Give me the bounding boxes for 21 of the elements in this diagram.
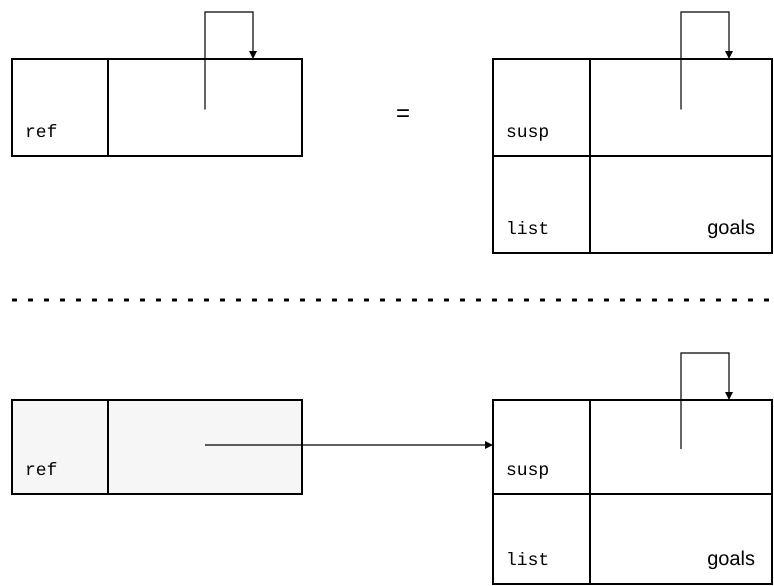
field-tag: ref (25, 123, 58, 143)
arrow (680, 352, 733, 449)
field-tag: susp (506, 461, 550, 481)
field-value: goals (707, 548, 755, 571)
arrow (205, 441, 493, 449)
record-cell (590, 59, 772, 156)
record-cell (493, 400, 590, 494)
field-value: goals (707, 217, 755, 240)
field-tag: susp (506, 123, 550, 143)
field-tag: ref (25, 461, 58, 481)
arrow (680, 11, 733, 110)
record-cell (493, 59, 590, 156)
record-cell (590, 156, 772, 253)
record-cell (590, 494, 772, 584)
arrow (204, 11, 257, 110)
field-tag: list (506, 220, 550, 240)
record-cell (493, 494, 590, 584)
field-tag: list (506, 551, 550, 571)
equals-sign: = (396, 100, 410, 128)
record-cell (590, 400, 772, 494)
record-cell (493, 156, 590, 253)
